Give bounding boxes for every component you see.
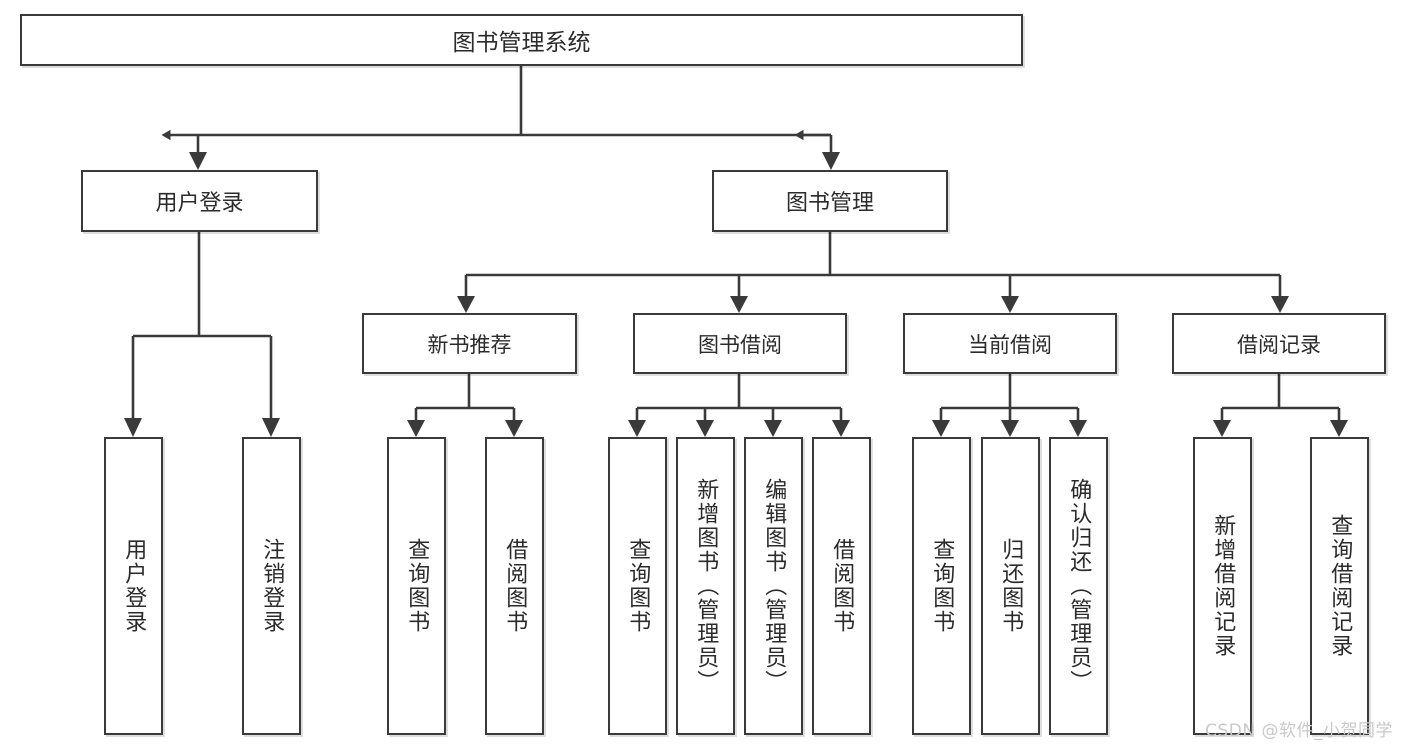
node-label: 图书管理 [785, 191, 874, 216]
node-book-management[interactable]: 图书管理 [712, 170, 948, 232]
node-label: 查询图书 [929, 538, 955, 634]
node-current-borrow[interactable]: 当前借阅 [903, 313, 1117, 374]
node-label: 借阅记录 [1237, 332, 1321, 357]
leaf-query-book-recommend[interactable]: 查询图书 [387, 437, 446, 735]
node-label: 确认归还（管理员） [1066, 478, 1092, 694]
leaf-borrow-book[interactable]: 借阅图书 [812, 437, 871, 735]
node-borrow-record[interactable]: 借阅记录 [1172, 313, 1386, 374]
node-label: 图书借阅 [698, 332, 782, 357]
leaf-return-book[interactable]: 归还图书 [981, 437, 1040, 735]
leaf-user-logout[interactable]: 注销登录 [242, 437, 301, 735]
node-label: 新增图书（管理员） [693, 478, 719, 694]
node-label: 查询图书 [625, 538, 651, 634]
leaf-user-login[interactable]: 用户登录 [104, 437, 163, 735]
node-root-book-management-system[interactable]: 图书管理系统 [20, 14, 1023, 66]
node-label: 查询图书 [404, 538, 430, 634]
node-label: 用户登录 [155, 191, 244, 216]
node-label: 借阅图书 [829, 538, 855, 634]
csdn-watermark: CSDN @软件_小贺同学 [1205, 721, 1393, 741]
leaf-confirm-return-admin[interactable]: 确认归还（管理员） [1049, 437, 1108, 735]
leaf-query-book-borrow[interactable]: 查询图书 [608, 437, 667, 735]
leaf-query-book-current[interactable]: 查询图书 [912, 437, 971, 735]
node-user-login[interactable]: 用户登录 [81, 170, 318, 232]
leaf-query-borrow-record[interactable]: 查询借阅记录 [1310, 437, 1369, 735]
node-label: 图书管理系统 [452, 30, 591, 56]
node-new-book-recommend[interactable]: 新书推荐 [362, 313, 577, 374]
node-label: 注销登录 [259, 538, 285, 634]
node-label: 归还图书 [998, 538, 1024, 634]
node-label: 新书推荐 [427, 332, 512, 357]
leaf-edit-book-admin[interactable]: 编辑图书（管理员） [744, 437, 803, 735]
node-label: 当前借阅 [968, 332, 1052, 357]
leaf-add-book-admin[interactable]: 新增图书（管理员） [676, 437, 735, 735]
node-label: 编辑图书（管理员） [761, 478, 787, 694]
node-label: 新增借阅记录 [1210, 514, 1236, 658]
node-book-borrow[interactable]: 图书借阅 [633, 313, 847, 374]
leaf-add-borrow-record[interactable]: 新增借阅记录 [1193, 437, 1252, 735]
node-label: 查询借阅记录 [1327, 514, 1353, 658]
node-label: 用户登录 [121, 538, 147, 634]
node-label: 借阅图书 [502, 538, 528, 634]
leaf-borrow-book-recommend[interactable]: 借阅图书 [485, 437, 544, 735]
